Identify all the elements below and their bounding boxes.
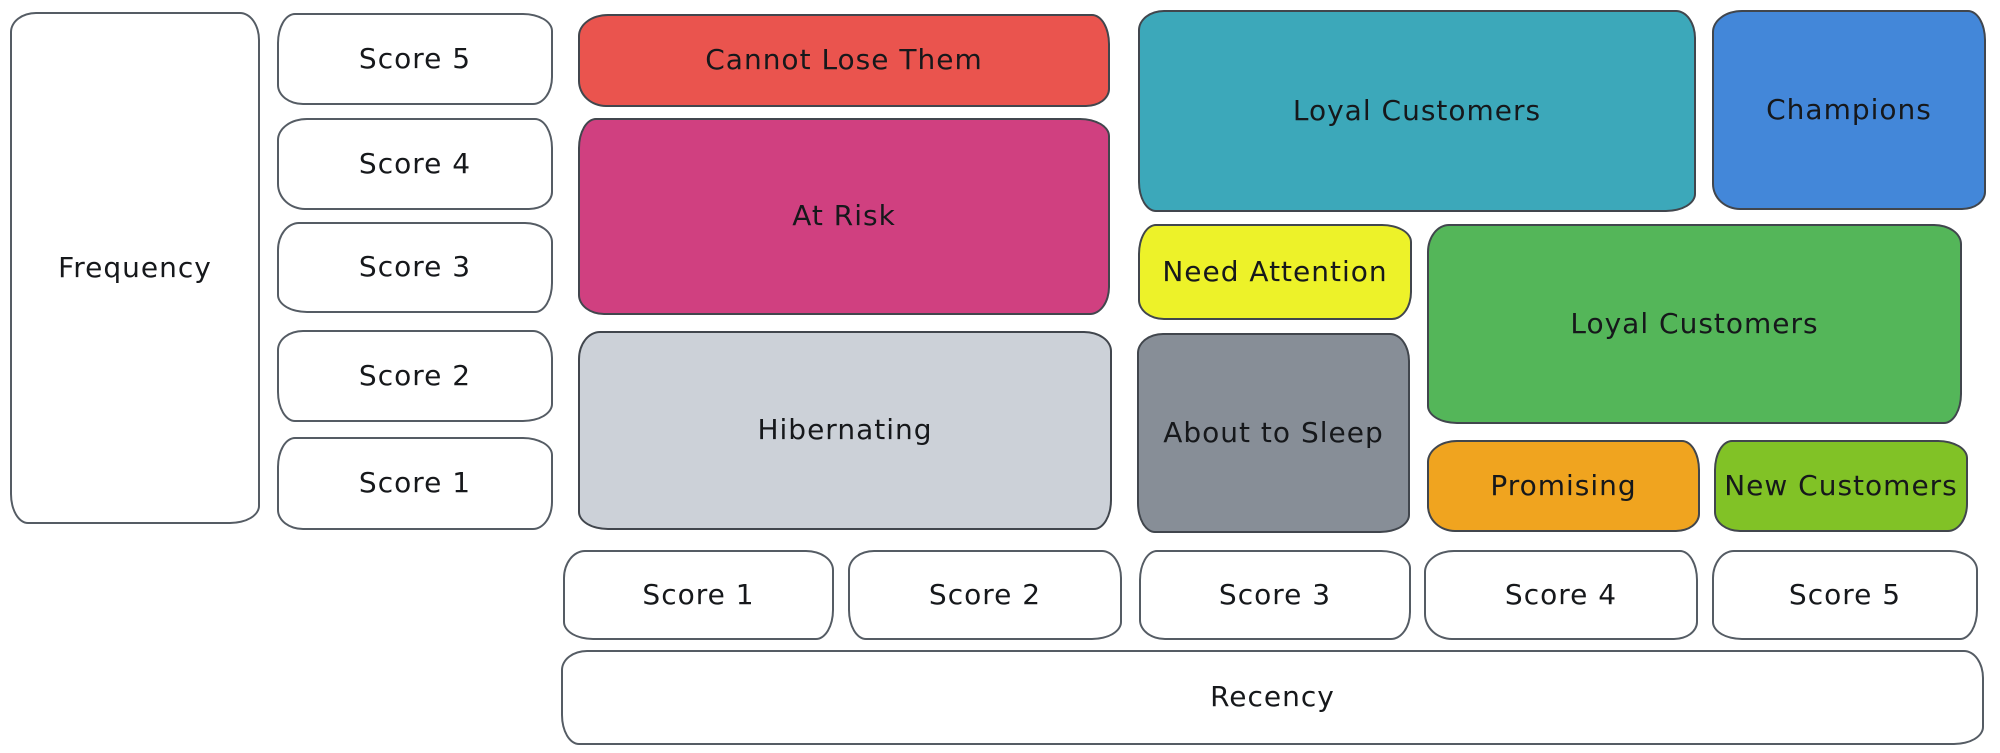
recency-score-1-label: Score 1	[642, 577, 755, 611]
recency-score-1: Score 1	[563, 550, 834, 640]
frequency-score-1-label: Score 1	[358, 466, 472, 500]
segment-promising: Promising	[1427, 440, 1700, 532]
segment-new-customers: New Customers	[1714, 440, 1968, 532]
segment-loyal-customers-mid-label: Loyal Customers	[1570, 306, 1819, 340]
segment-champions-label: Champions	[1766, 92, 1932, 126]
segment-loyal-customers-top-label: Loyal Customers	[1292, 93, 1542, 127]
segment-need-attention-label: Need Attention	[1162, 254, 1388, 288]
segment-hibernating-label: Hibernating	[757, 413, 933, 447]
segment-about-to-sleep: About to Sleep	[1137, 333, 1410, 533]
frequency-score-4-label: Score 4	[358, 146, 472, 180]
segment-loyal-customers-mid: Loyal Customers	[1427, 224, 1962, 424]
segment-cannot-lose-them: Cannot Lose Them	[578, 14, 1110, 107]
segment-new-customers-label: New Customers	[1724, 468, 1958, 502]
segment-cannot-lose-them-label: Cannot Lose Them	[705, 43, 983, 77]
segment-loyal-customers-top: Loyal Customers	[1138, 10, 1696, 212]
recency-axis-label: Recency	[1210, 680, 1335, 714]
recency-score-3: Score 3	[1139, 550, 1411, 640]
frequency-axis-label-box: Frequency	[10, 12, 260, 524]
frequency-score-2: Score 2	[277, 330, 553, 422]
recency-score-3-label: Score 3	[1218, 577, 1332, 611]
recency-score-5: Score 5	[1712, 550, 1978, 640]
frequency-score-3-label: Score 3	[358, 250, 472, 284]
frequency-score-5: Score 5	[277, 13, 553, 105]
frequency-score-4: Score 4	[277, 118, 553, 210]
segment-at-risk: At Risk	[578, 118, 1110, 315]
segment-promising-label: Promising	[1490, 468, 1637, 502]
segment-champions: Champions	[1712, 10, 1986, 210]
frequency-score-2-label: Score 2	[358, 358, 472, 392]
recency-score-5-label: Score 5	[1788, 577, 1902, 611]
frequency-score-3: Score 3	[277, 222, 553, 313]
recency-score-4-label: Score 4	[1504, 577, 1618, 611]
frequency-score-5-label: Score 5	[358, 41, 472, 75]
segment-at-risk-label: At Risk	[792, 199, 896, 233]
recency-score-2-label: Score 2	[928, 577, 1042, 611]
frequency-axis-label: Frequency	[58, 250, 212, 284]
frequency-score-1: Score 1	[277, 437, 553, 530]
segment-about-to-sleep-label: About to Sleep	[1163, 415, 1384, 449]
recency-score-2: Score 2	[848, 550, 1122, 640]
recency-score-4: Score 4	[1424, 550, 1698, 640]
recency-axis-label-box: Recency	[561, 650, 1984, 745]
segment-hibernating: Hibernating	[578, 331, 1112, 530]
segment-need-attention: Need Attention	[1138, 224, 1412, 320]
